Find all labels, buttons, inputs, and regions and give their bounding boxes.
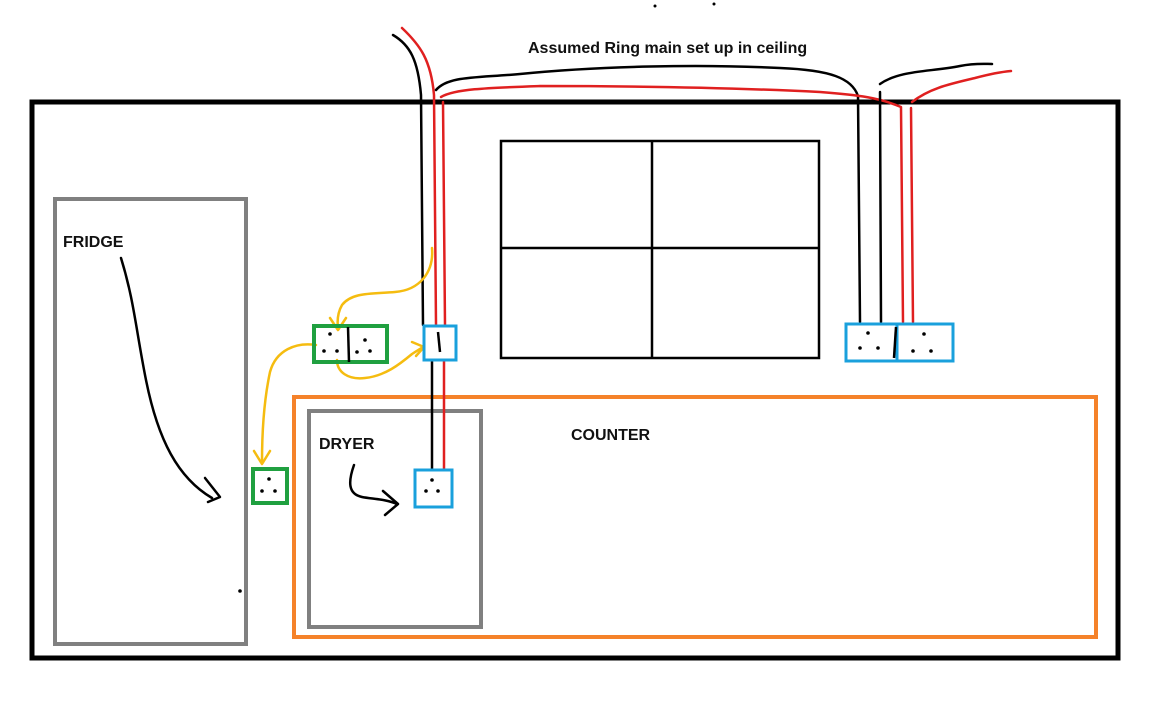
fridge-label: FRIDGE: [63, 234, 124, 251]
curved-arrow-icon: [348, 463, 400, 517]
new-single-socket: [251, 467, 289, 505]
new-double-socket: [312, 324, 389, 364]
curved-arrow-icon: [119, 256, 222, 504]
counter-label: COUNTER: [571, 427, 651, 444]
dryer-outline: [307, 409, 483, 629]
diagram-title: Assumed Ring main set up in ceiling: [528, 40, 807, 57]
fridge-outline: [53, 197, 248, 646]
existing-socket-window: [422, 324, 458, 362]
window: [499, 139, 821, 360]
wall-outline: [29, 99, 1121, 661]
stray-mark: [712, 2, 716, 6]
stray-mark: [653, 4, 657, 8]
mark-dot: [238, 589, 242, 593]
existing-double-socket-right: [844, 322, 955, 363]
ring-main-left-drop: [391, 26, 1013, 472]
dryer-socket: [413, 468, 454, 509]
counter-outline: [292, 395, 1098, 639]
proposed-route: [252, 246, 434, 466]
dryer-label: DRYER: [319, 436, 375, 453]
